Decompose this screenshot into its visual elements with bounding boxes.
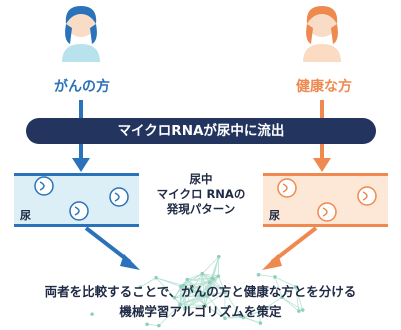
outflow-banner bbox=[26, 118, 376, 144]
note-line: マイクロ RNAの bbox=[156, 187, 246, 201]
conclusion-text: 両者を比較することで、がんの方と健康な方とを分ける 機械学習アルゴリズムを策定 bbox=[0, 282, 401, 322]
right-urine-tag: 尿 bbox=[269, 209, 280, 222]
left-person-icon bbox=[48, 1, 113, 71]
conclusion-line: 両者を比較することで、がんの方と健康な方とを分ける bbox=[44, 284, 357, 299]
outflow-banner-text: マイクロRNAが尿中に流出 bbox=[117, 123, 285, 139]
note-line: 発現パターン bbox=[166, 202, 236, 216]
right-molecules bbox=[277, 178, 377, 222]
left-urine-tag: 尿 bbox=[20, 209, 31, 222]
left-diagonal-arrow bbox=[84, 226, 140, 270]
expression-pattern-note: 尿中 マイクロ RNAの 発現パターン bbox=[146, 172, 256, 217]
left-molecules bbox=[34, 176, 129, 221]
healthy-person-label: 健康な方 bbox=[296, 79, 352, 95]
note-line: 尿中 bbox=[189, 172, 213, 186]
right-person-icon bbox=[289, 1, 354, 71]
cancer-patient-label: がんの方 bbox=[54, 79, 110, 95]
right-diagonal-arrow bbox=[262, 226, 318, 270]
network-graphic bbox=[90, 254, 305, 328]
conclusion-line: 機械学習アルゴリズムを策定 bbox=[119, 304, 282, 319]
